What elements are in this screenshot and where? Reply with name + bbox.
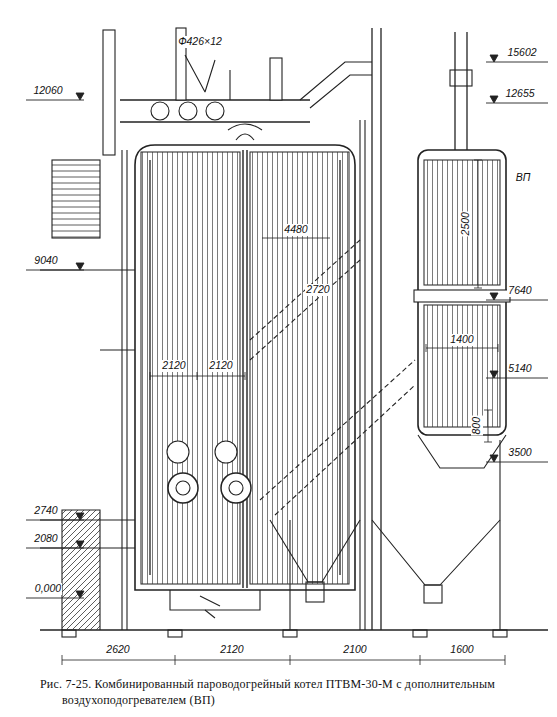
dimension-label: 5140 <box>507 363 532 375</box>
level-line <box>486 103 548 104</box>
level-mark <box>490 455 498 462</box>
dimension-label: 12060 <box>32 85 63 97</box>
dimension-label: 9040 <box>33 255 58 267</box>
level-mark <box>76 591 84 598</box>
level-mark <box>490 293 498 300</box>
level-line <box>486 378 548 379</box>
level-mark <box>490 55 498 62</box>
dimension-label: 1400 <box>449 334 474 346</box>
level-mark <box>490 96 498 103</box>
dimension-label: 2120 <box>219 644 244 656</box>
dimension-label: 1600 <box>449 644 474 656</box>
level-line <box>26 598 84 599</box>
level-mark <box>76 513 84 520</box>
figure-caption: Рис. 7-25. Комбинированный пароводогрейн… <box>40 676 552 708</box>
dimension-label: 7640 <box>507 285 532 297</box>
dimension-label: 2120 <box>208 360 233 372</box>
level-line <box>486 300 548 301</box>
dimension-label: Ф426×12 <box>177 36 223 48</box>
level-mark <box>76 263 84 270</box>
dimension-label: 12655 <box>504 88 535 100</box>
level-mark <box>76 541 84 548</box>
level-mark <box>76 93 84 100</box>
dimension-label: 2620 <box>105 644 130 656</box>
dimension-label: 2080 <box>33 533 58 545</box>
dimension-label: ВП <box>515 172 532 184</box>
level-line <box>26 520 84 521</box>
level-line <box>486 62 548 63</box>
dimension-label: 4480 <box>283 224 308 236</box>
dimension-label: 3500 <box>507 447 532 459</box>
dimension-label: 2100 <box>342 644 367 656</box>
level-line <box>26 548 84 549</box>
dimension-label: 15602 <box>506 47 537 59</box>
dimension-label: 2720 <box>305 284 330 296</box>
level-line <box>486 462 548 463</box>
level-mark <box>490 371 498 378</box>
dimension-label: 2740 <box>33 505 58 517</box>
level-line <box>26 270 84 271</box>
dimension-label: 2500 <box>460 211 472 236</box>
dimension-label: 0,000 <box>34 583 62 595</box>
dimension-label: 2120 <box>161 360 186 372</box>
dimension-label: 800 <box>471 416 483 436</box>
level-line <box>26 100 84 101</box>
